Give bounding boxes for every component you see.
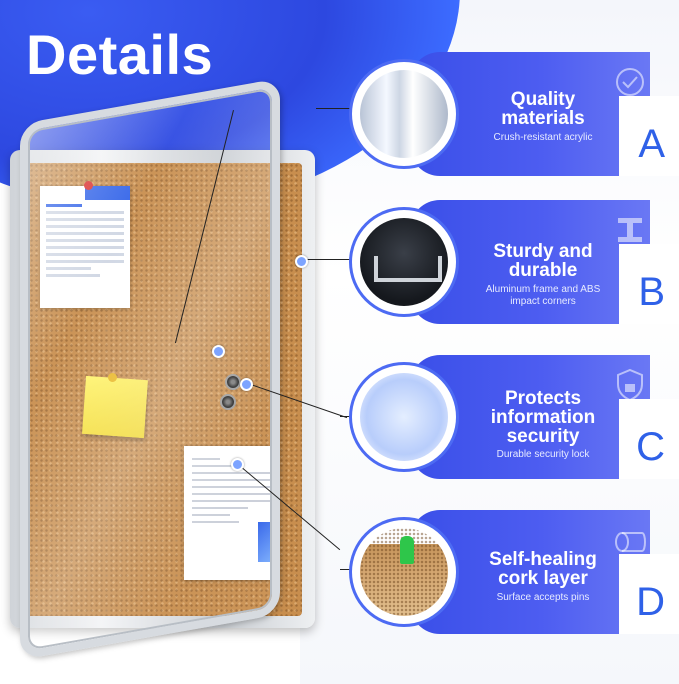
door-lock-icon <box>220 394 236 410</box>
acrylic-image <box>352 62 456 166</box>
feature-card-b: B Sturdy and durable Aluminum frame and … <box>352 200 679 324</box>
feature-subtitle: Crush-resistant acrylic <box>493 132 593 143</box>
callout-dot-c <box>240 378 253 391</box>
i-beam-icon <box>610 210 650 250</box>
yellow-pushpin-icon <box>108 373 117 382</box>
feature-card-d: D Self-healing cork layer Surface accept… <box>352 510 679 634</box>
red-pushpin-icon <box>84 181 93 190</box>
quality-badge-icon <box>610 62 650 102</box>
feature-heading: Protects information security <box>490 388 596 447</box>
cork-pushpin-image <box>352 520 456 624</box>
feature-heading: Quality materials <box>501 89 585 129</box>
feature-letter: B <box>638 270 665 314</box>
feature-heading: Sturdy and durable <box>493 241 593 281</box>
aluminum-frame-image <box>352 210 456 314</box>
feature-subtitle: Aluminum frame and ABS impact corners <box>485 284 601 307</box>
feature-subtitle: Durable security lock <box>496 449 590 460</box>
callout-dot-d <box>231 458 244 471</box>
security-lock-image <box>352 365 456 469</box>
callout-dot-b <box>295 255 308 268</box>
page-title: Details <box>26 23 214 86</box>
pinned-letter-document <box>184 446 278 580</box>
callout-line-a-horizontal <box>316 108 386 109</box>
log-icon <box>610 520 650 560</box>
feature-card-c: C Protects information security Durable … <box>352 355 679 479</box>
pinned-invoice-document <box>40 186 130 308</box>
callout-line-b <box>300 259 386 260</box>
feature-letter: D <box>636 580 665 624</box>
callout-dot-a <box>212 345 225 358</box>
feature-card-a: A Quality materials Crush-resistant acry… <box>352 52 679 176</box>
feature-subtitle: Surface accepts pins <box>496 592 590 603</box>
feature-letter: C <box>636 425 665 469</box>
glass-door <box>20 78 280 661</box>
feature-letter: A <box>638 122 665 166</box>
shield-lock-icon <box>610 365 650 405</box>
feature-heading: Self-healing cork layer <box>489 549 597 589</box>
